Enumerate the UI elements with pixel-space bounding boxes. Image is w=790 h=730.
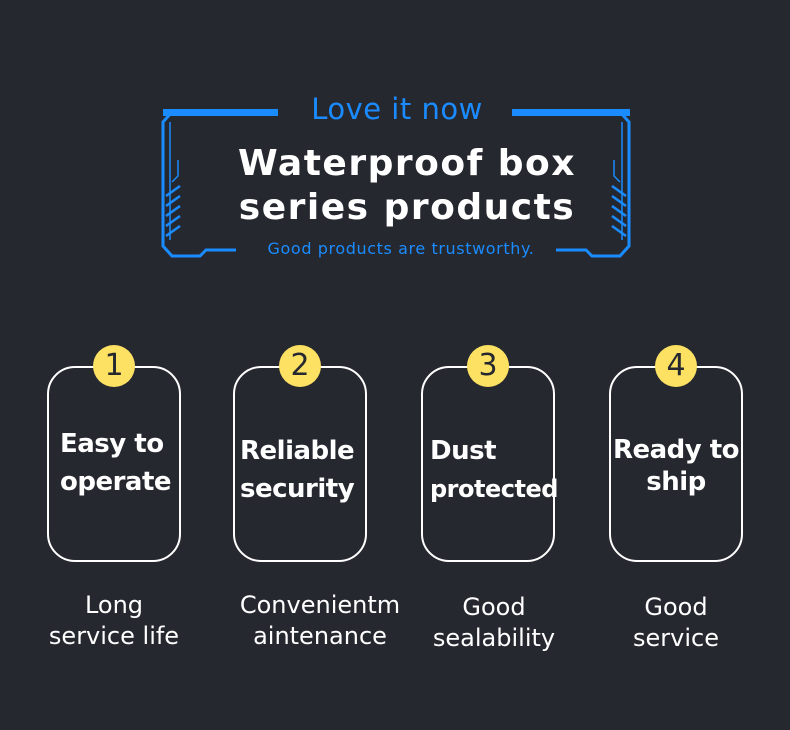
number-badge-4: 4 <box>655 345 697 387</box>
feature-title-1: Easy to operate <box>60 429 172 497</box>
title-line-1: Waterproof box <box>237 143 576 184</box>
feature-title-3: Dust protected <box>430 436 558 503</box>
page-title: Waterproof box series products <box>200 142 614 230</box>
number-badge-2: 2 <box>279 345 321 387</box>
feature-title-2: Reliable security <box>240 436 355 504</box>
header-frame <box>161 109 631 258</box>
hatch-right <box>611 184 627 238</box>
feature-title-4: Ready to ship <box>612 435 740 497</box>
number-badge-1: 1 <box>93 345 135 387</box>
frame-accent-right <box>512 109 630 116</box>
feature-caption-1: Long service life <box>48 591 180 650</box>
title-line-2: series products <box>238 187 576 228</box>
feature-caption-2: Convenientm aintenance <box>239 591 401 650</box>
hatch-left <box>165 184 181 238</box>
feature-caption-3: Good sealability <box>432 593 556 652</box>
feature-caption-4: Good service <box>633 593 719 652</box>
number-badge-3: 3 <box>467 345 509 387</box>
frame-accent-left <box>163 109 278 116</box>
tagline: Love it now <box>311 92 483 126</box>
subtitle: Good products are trustworthy. <box>267 239 535 258</box>
